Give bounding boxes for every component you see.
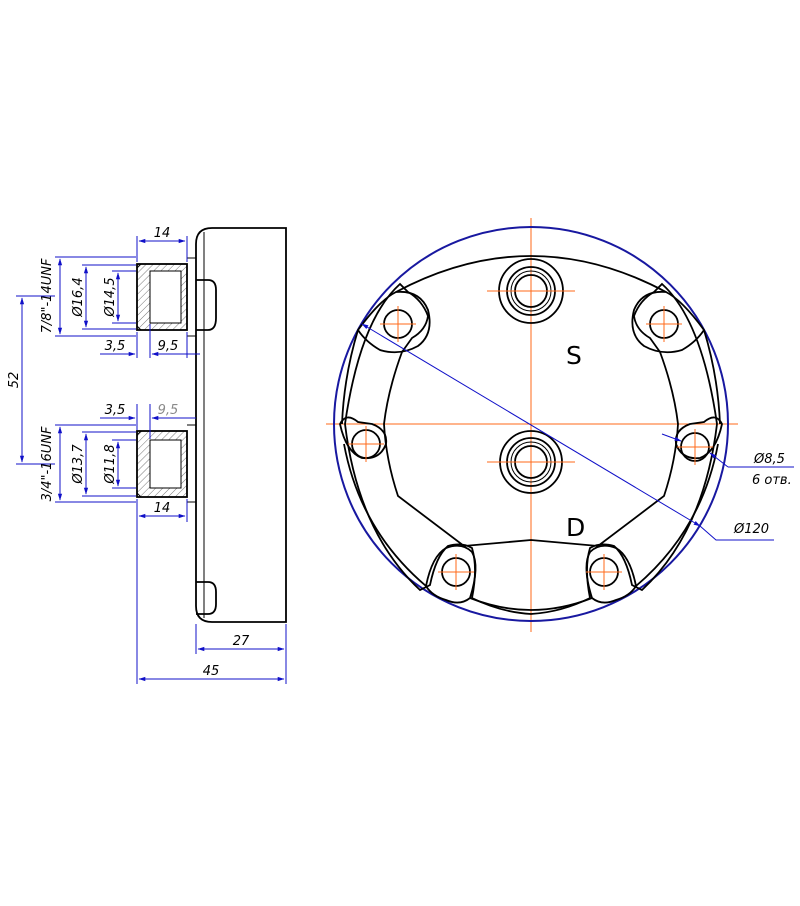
- lower-fitting-bore: [150, 440, 181, 488]
- port-suction-label: S: [566, 341, 582, 370]
- lower-offset-a-label: 3,5: [105, 403, 126, 418]
- port-discharge-label: D: [566, 513, 585, 542]
- side-view: 14 7/8"-14UNF Ø16,4 Ø14,5 3,5 9,5 52 3,5…: [7, 226, 287, 684]
- upper-dia-inner-label: Ø14,5: [103, 277, 118, 317]
- rim-bottom: [469, 597, 593, 611]
- upper-fitting-inner: [149, 270, 182, 324]
- lug-lower-left: [425, 544, 477, 604]
- lower-fitting-inner: [149, 439, 182, 489]
- plate-outline: [195, 227, 287, 623]
- thickness-label: 27: [233, 634, 250, 649]
- lug-lower-right: [585, 544, 637, 604]
- hole-count-label: 6 отв.: [752, 473, 792, 488]
- upper-fitting-chamfer: [136, 263, 142, 269]
- outer-diameter-shelf: [699, 525, 774, 541]
- lower-depth-label: 14: [154, 501, 171, 516]
- upper-dia-outer-label: Ø16,4: [71, 277, 86, 317]
- upper-fitting-chamfer-2: [136, 325, 142, 331]
- spacing-label: 52: [7, 372, 22, 389]
- overall-label: 45: [203, 664, 220, 679]
- lower-thread-label: 3/4"-16UNF: [40, 426, 55, 501]
- rim-top: [395, 255, 667, 293]
- lower-fitting: [136, 430, 188, 498]
- upper-fitting: [136, 263, 188, 331]
- outer-diameter-label: Ø120: [733, 522, 769, 537]
- lower-fitting-chamfer-2: [136, 492, 142, 498]
- lower-dia-outer-label: Ø13,7: [71, 444, 86, 485]
- hole-diameter-label: Ø8,5: [753, 452, 785, 467]
- upper-depth-label: 14: [154, 226, 171, 241]
- upper-offset-b-label: 9,5: [158, 339, 179, 354]
- rim-left: [341, 329, 359, 425]
- lower-fitting-chamfer: [136, 430, 142, 436]
- boss-lower: [196, 581, 217, 615]
- upper-fitting-bore: [150, 271, 181, 323]
- boss-upper: [196, 279, 217, 331]
- front-view: S D Ø120 Ø8,5 6 отв.: [326, 218, 794, 632]
- rim-right: [703, 329, 721, 425]
- hole-diameter-leader-in: [661, 433, 682, 442]
- lower-offset-b-label: 9,5: [158, 403, 179, 418]
- lower-dia-inner-label: Ø11,8: [103, 444, 118, 484]
- outer-flange: [333, 226, 729, 622]
- outer-diameter-leader: [361, 323, 701, 527]
- upper-offset-a-label: 3,5: [105, 339, 126, 354]
- hole-diameter-leader-out: [709, 452, 729, 468]
- port-suction: [487, 258, 575, 324]
